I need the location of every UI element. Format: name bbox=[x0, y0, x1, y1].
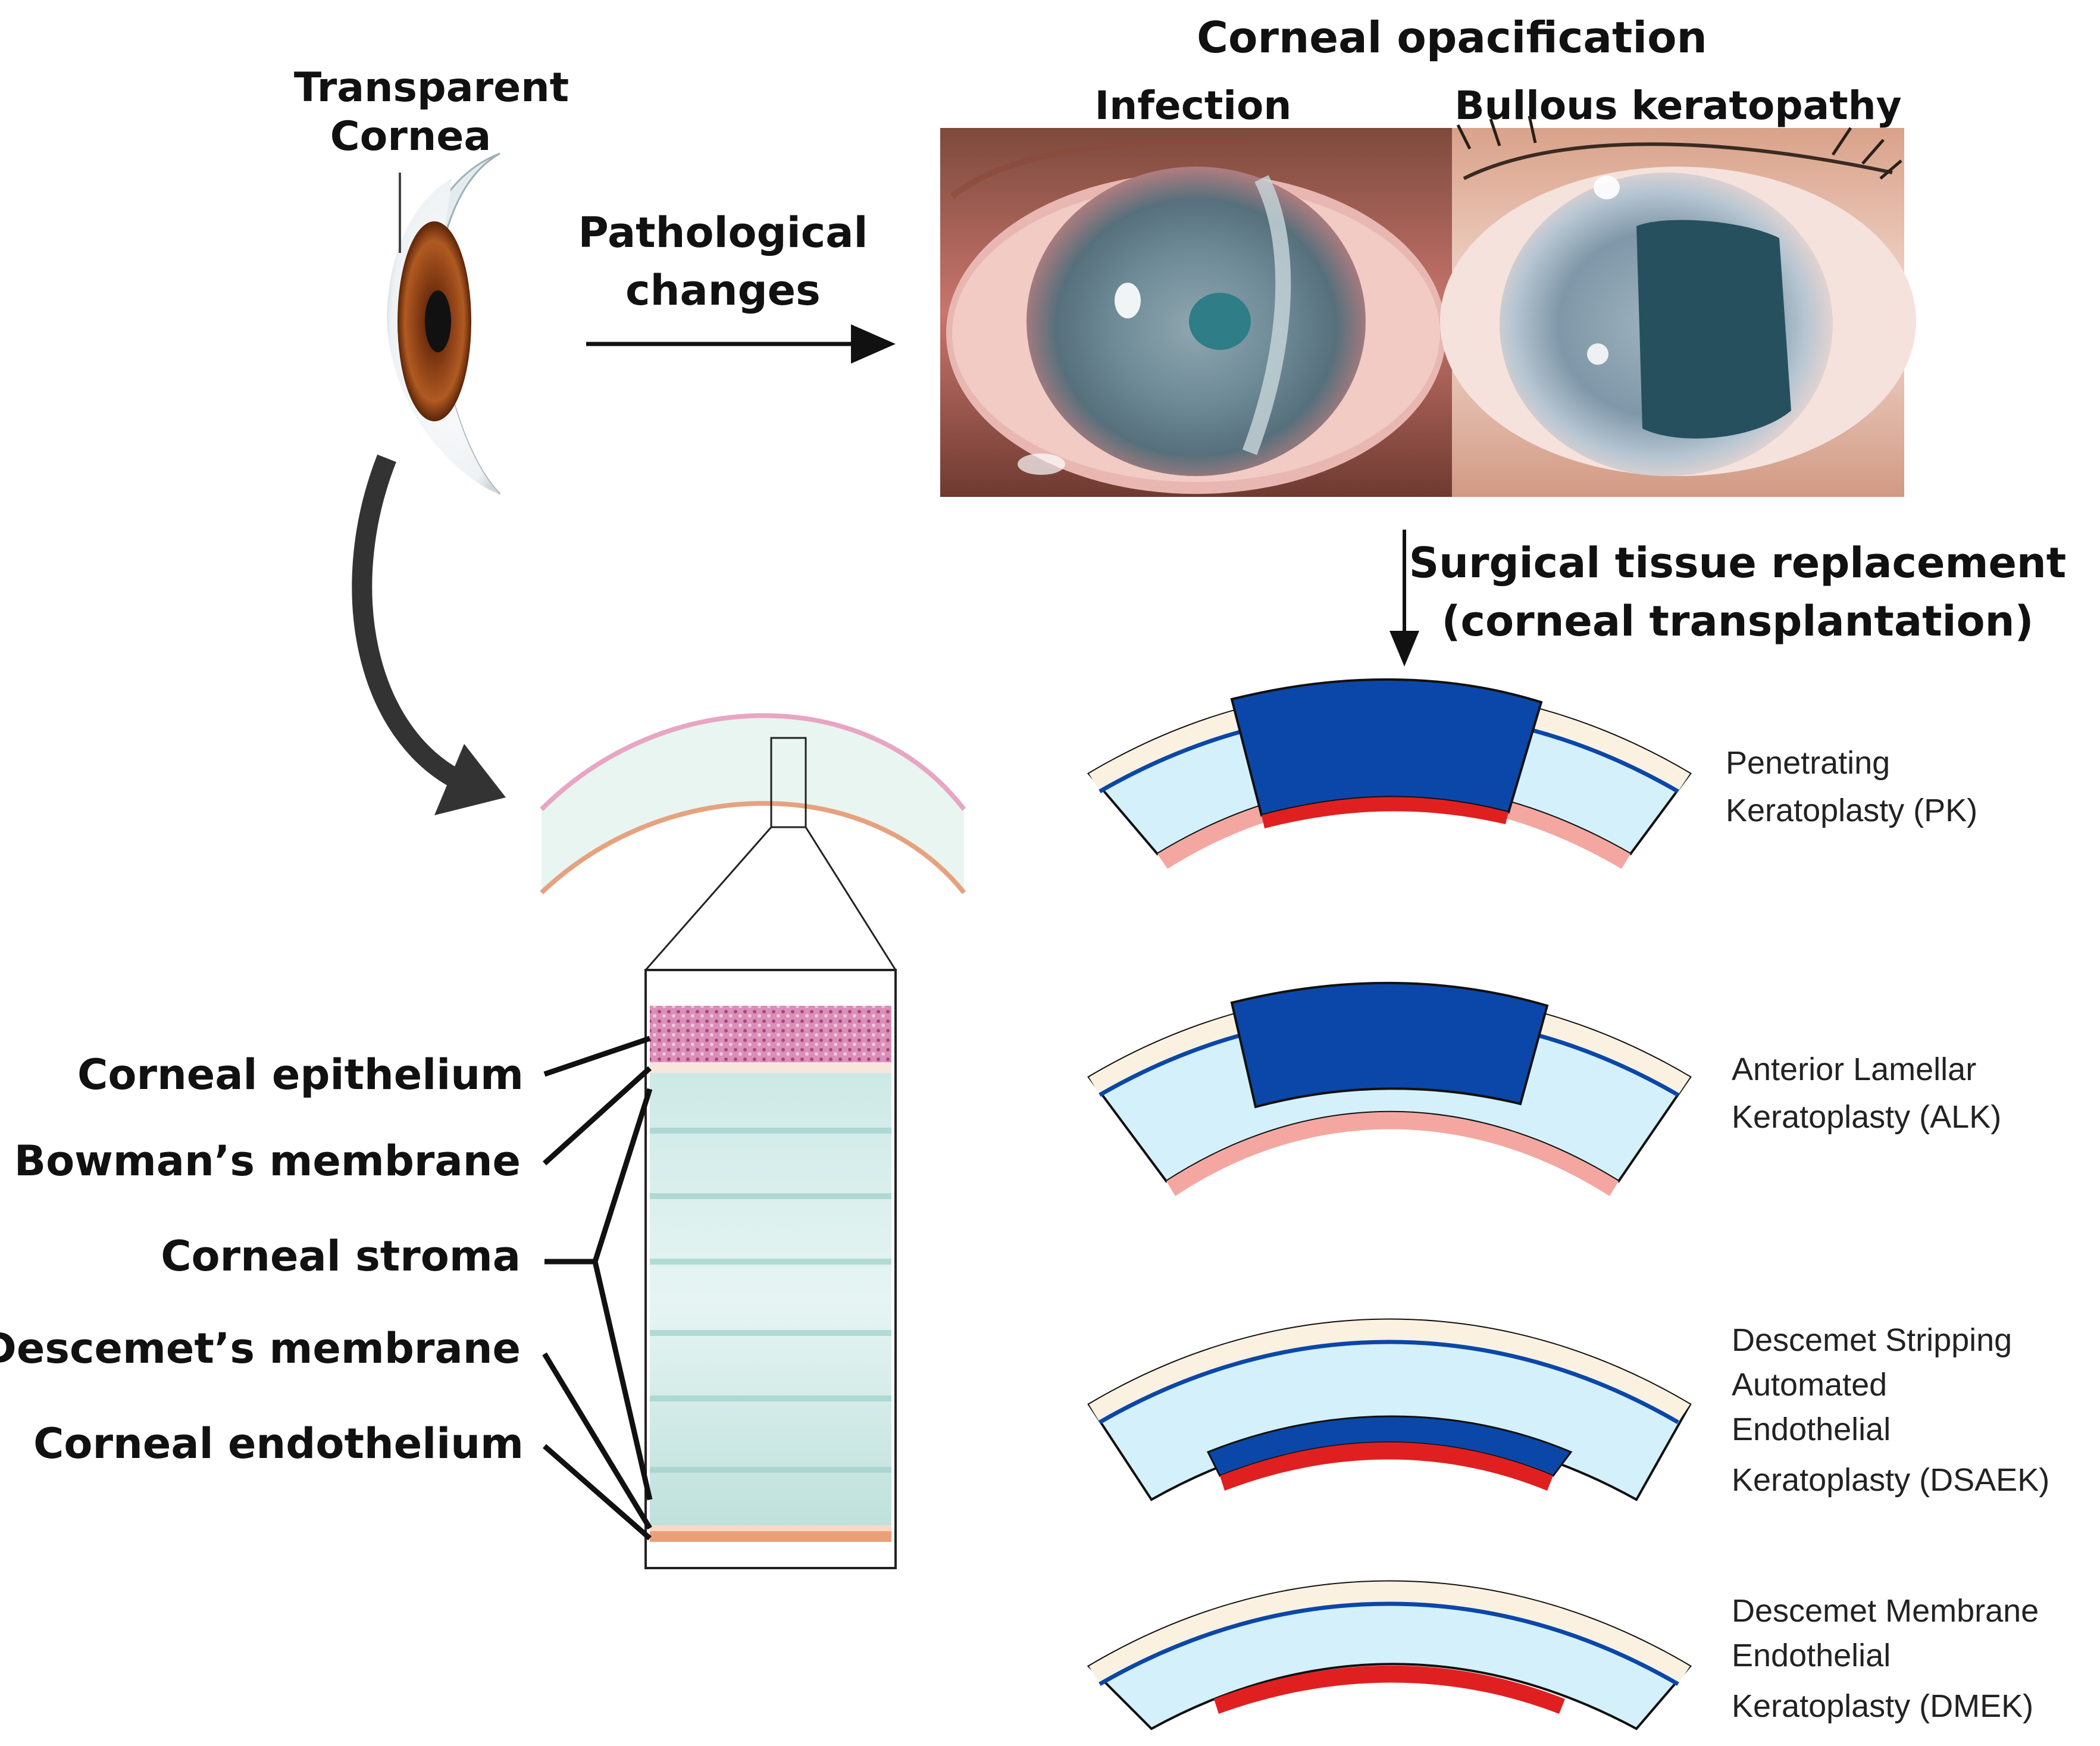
procedure-dmek-line3: Keratoplasty (DMEK) bbox=[1732, 1688, 2033, 1724]
procedure-alk-line2: Keratoplasty (ALK) bbox=[1732, 1099, 2001, 1135]
label-descemet-membrane: Descemet’s membrane bbox=[0, 1324, 521, 1373]
photo-label-infection: Infection bbox=[1095, 83, 1292, 129]
surgery-label-line1: Surgical tissue replacement bbox=[1409, 539, 2066, 587]
procedure-pk: Penetrating Keratoplasty (PK) bbox=[1087, 678, 1977, 869]
layer-endothelium bbox=[650, 1531, 891, 1542]
surgery-label-line2: (corneal transplantation) bbox=[1442, 597, 2034, 646]
procedure-dmek-line2: Endothelial bbox=[1732, 1638, 1891, 1673]
procedure-dsaek-line2: Automated bbox=[1732, 1367, 1887, 1403]
surgery-arrow-head bbox=[1389, 631, 1419, 667]
procedure-alk-line1: Anterior Lamellar bbox=[1732, 1052, 1976, 1087]
eye-label-line1: Transparent bbox=[294, 64, 569, 111]
magnified-layers bbox=[644, 969, 897, 1569]
procedure-pk-line2: Keratoplasty (PK) bbox=[1726, 793, 1977, 828]
procedure-dsaek-line1: Descemet Stripping bbox=[1732, 1322, 2012, 1358]
label-corneal-epithelium: Corneal epithelium bbox=[77, 1050, 524, 1099]
procedure-dsaek-line4: Keratoplasty (DSAEK) bbox=[1732, 1462, 2049, 1498]
eye-label-line2: Cornea bbox=[330, 113, 492, 160]
surgery-arrow-group: Surgical tissue replacement (corneal tra… bbox=[1389, 530, 2066, 667]
pathology-arrow-head bbox=[851, 324, 896, 364]
photo-label-bullous: Bullous keratopathy bbox=[1454, 83, 1901, 129]
procedure-pk-line1: Penetrating bbox=[1726, 745, 1890, 781]
pathology-label-line1: Pathological bbox=[578, 208, 868, 257]
zoom-curved-arrow bbox=[352, 454, 506, 815]
photo-bullous bbox=[1440, 115, 1916, 497]
eye-illustration: Transparent Cornea bbox=[294, 64, 569, 495]
pathology-label-line2: changes bbox=[625, 266, 821, 315]
procedure-dmek-line1: Descemet Membrane bbox=[1732, 1593, 2039, 1629]
label-corneal-endothelium: Corneal endothelium bbox=[33, 1419, 524, 1468]
procedure-alk: Anterior Lamellar Keratoplasty (ALK) bbox=[1087, 981, 2001, 1196]
layer-labels: Corneal epithelium Bowman’s membrane Cor… bbox=[0, 1035, 653, 1541]
pupil bbox=[425, 290, 451, 352]
procedure-dsaek: Descemet Stripping Automated Endothelial… bbox=[1087, 1318, 2049, 1501]
layer-stroma bbox=[650, 1073, 891, 1525]
layer-bowman bbox=[650, 1062, 891, 1073]
photo-infection bbox=[940, 128, 1452, 497]
procedure-dmek: Descemet Membrane Endothelial Keratoplas… bbox=[1087, 1580, 2039, 1731]
layer-epithelium bbox=[650, 1006, 891, 1062]
label-bowman-membrane: Bowman’s membrane bbox=[14, 1137, 521, 1185]
procedure-dsaek-line3: Endothelial bbox=[1732, 1412, 1891, 1447]
opacification-title: Corneal opacification bbox=[1197, 12, 1707, 62]
pathology-arrow-group: Pathological changes bbox=[578, 208, 896, 364]
cornea-section-arc bbox=[540, 713, 966, 971]
opacification-panel: Corneal opacification Infection Bullous … bbox=[940, 12, 1916, 497]
label-corneal-stroma: Corneal stroma bbox=[161, 1232, 521, 1281]
layer-descemet bbox=[650, 1525, 891, 1531]
